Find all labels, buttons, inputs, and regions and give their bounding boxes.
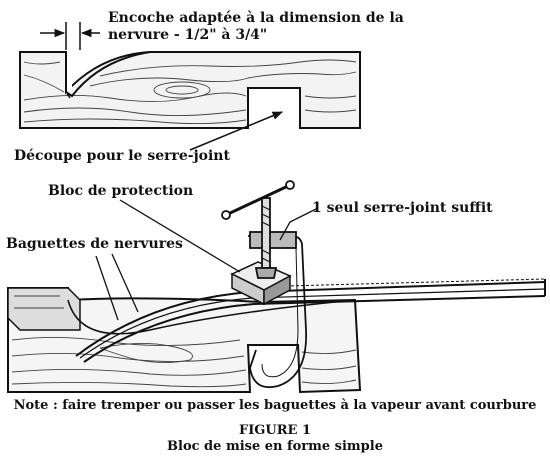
leader-lines bbox=[95, 199, 319, 321]
bending-block bbox=[7, 287, 362, 394]
figure-title: FIGURE 1 bbox=[238, 423, 312, 438]
dimension-arrows bbox=[40, 22, 100, 50]
one-clamp-label: 1 seul serre-joint suffit bbox=[312, 200, 493, 216]
c-clamp bbox=[221, 180, 307, 389]
rib-strips-label: Baguettes de nervures bbox=[6, 236, 183, 252]
clamp-cutout-label: Découpe pour le serre-joint bbox=[14, 148, 230, 164]
notch-label-line2: nervure - 1/2" à 3/4" bbox=[108, 27, 268, 43]
figure-subtitle: Bloc de mise en forme simple bbox=[167, 439, 383, 454]
top-block bbox=[19, 51, 361, 129]
protection-block-label: Bloc de protection bbox=[48, 183, 194, 199]
note-text: Note : faire tremper ou passer les bague… bbox=[13, 398, 537, 413]
cutout-leader bbox=[189, 111, 283, 151]
notch-label-line1: Encoche adaptée à la dimension de la bbox=[108, 10, 404, 26]
rib-strips bbox=[75, 278, 546, 363]
